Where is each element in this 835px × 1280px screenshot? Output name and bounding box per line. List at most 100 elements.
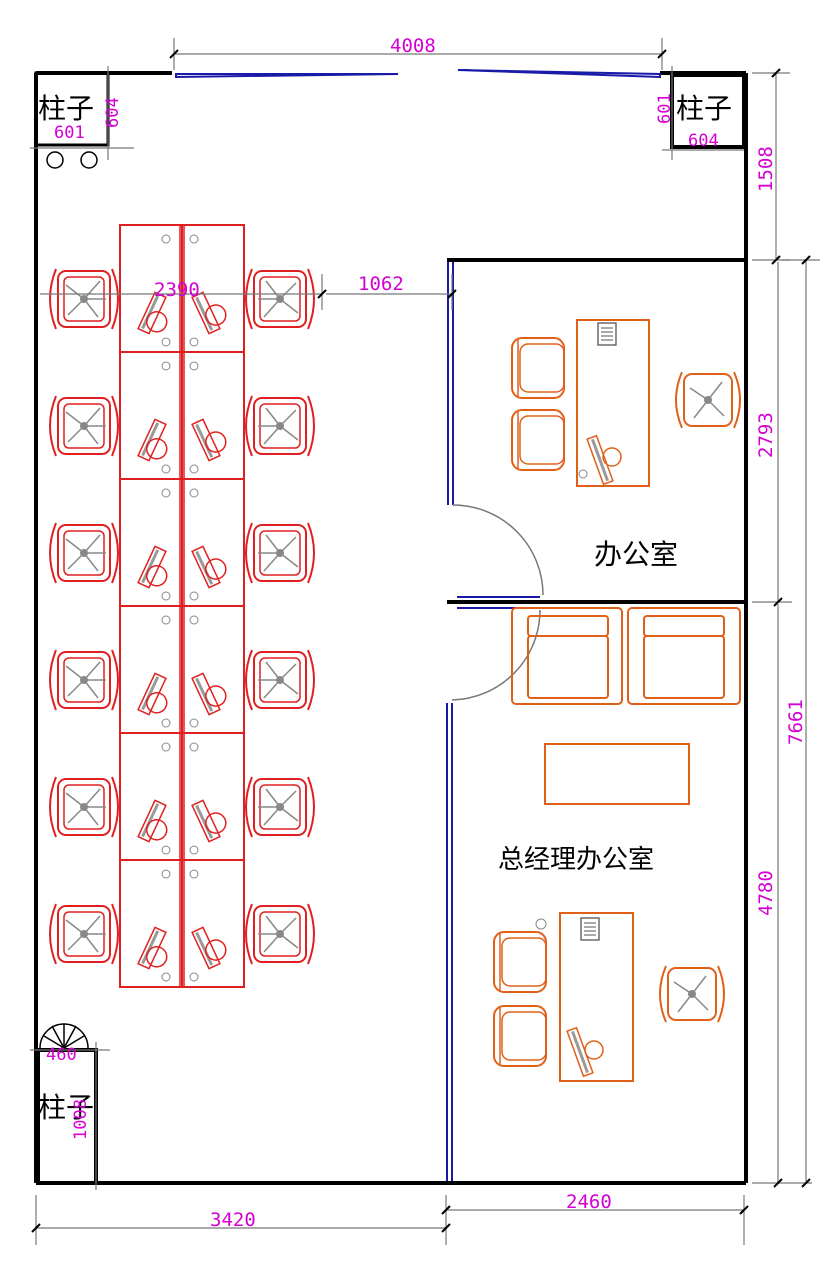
dim-col-tl-w: 601 <box>54 123 85 143</box>
grommet <box>161 972 171 982</box>
computer <box>136 925 179 976</box>
grommet <box>189 972 199 982</box>
workstation-chair <box>245 395 315 457</box>
glass-partitions <box>175 69 661 1181</box>
workstation-chair <box>49 268 119 330</box>
computer <box>190 920 233 971</box>
workstation-chair <box>49 395 119 457</box>
grommet <box>161 488 171 498</box>
workstation-row <box>49 351 315 480</box>
grommet <box>189 234 199 244</box>
grommet <box>161 234 171 244</box>
grommet <box>161 742 171 752</box>
grommet <box>161 591 171 601</box>
grommet <box>189 615 199 625</box>
sofa-2 <box>627 607 741 705</box>
sofa-1 <box>511 607 623 705</box>
dim-col-bl-w: 460 <box>46 1045 77 1065</box>
dim-col-tr-h: 601 <box>655 93 675 124</box>
gm-office-label: 总经理办公室 <box>498 845 654 875</box>
dim-col-tl-h: 604 <box>103 97 123 128</box>
computer <box>136 544 179 595</box>
walls <box>34 71 748 1185</box>
dim-col-bl-h: 1008 <box>71 1099 91 1140</box>
grommet <box>189 464 199 474</box>
dimension-labels: 4008 1508 2390 1062 2793 7661 4780 3420 … <box>46 35 807 1231</box>
dim-gm-office-h: 4780 <box>755 870 777 916</box>
office-desk <box>576 319 650 487</box>
column-label-bl: 柱子 <box>38 1091 94 1124</box>
spiral-stair <box>39 1023 89 1049</box>
gm-desk <box>559 912 634 1082</box>
workstation-row <box>49 478 315 607</box>
workstation-chair <box>245 522 315 584</box>
coffee-table <box>544 743 690 805</box>
computer <box>136 417 179 468</box>
office-chair <box>675 371 741 429</box>
grommet <box>161 337 171 347</box>
grommet <box>189 488 199 498</box>
desk-left <box>119 732 183 861</box>
workstation-chair <box>245 268 315 330</box>
desk-right <box>181 478 245 607</box>
office-guest-chair-2 <box>511 409 565 471</box>
workstations <box>49 224 315 988</box>
grommet <box>161 718 171 728</box>
dim-bottom-right: 2460 <box>566 1191 612 1213</box>
grommet <box>189 718 199 728</box>
column-label-tr: 柱子 <box>676 92 732 125</box>
dimension-lines <box>30 38 820 1245</box>
grommet <box>161 464 171 474</box>
office-phone <box>597 322 617 346</box>
dimension-ticks <box>31 49 811 1233</box>
workstation-row <box>49 859 315 988</box>
computer <box>136 798 179 849</box>
door-gm-office <box>451 609 541 701</box>
door-office <box>452 504 544 596</box>
dim-bottom-left: 3420 <box>210 1209 256 1231</box>
grommet <box>189 742 199 752</box>
dim-open-desk-width: 2390 <box>154 279 200 301</box>
workstation-chair <box>49 903 119 965</box>
workstation-row <box>49 605 315 734</box>
workstation-row <box>49 732 315 861</box>
workstation-chair <box>245 776 315 838</box>
desk-left <box>119 859 183 988</box>
grommet <box>189 361 199 371</box>
workstation-chair <box>245 649 315 711</box>
gm-phone <box>580 917 600 941</box>
computer <box>190 412 233 463</box>
computer <box>190 793 233 844</box>
dim-office-h: 2793 <box>755 412 777 458</box>
dim-top-right-col-h: 1508 <box>755 146 777 192</box>
gm-chair <box>659 965 725 1023</box>
grommet <box>189 591 199 601</box>
office-label: 办公室 <box>594 538 678 571</box>
grommet <box>161 615 171 625</box>
dim-col-tr-w: 604 <box>688 131 719 151</box>
grommet <box>161 845 171 855</box>
column-top-right: 柱子 <box>670 73 746 149</box>
desk-right <box>181 859 245 988</box>
workstation-chair <box>245 903 315 965</box>
office-furniture: 办公室 <box>511 319 741 571</box>
workstation-chair <box>49 522 119 584</box>
office-guest-chair-1 <box>511 337 565 399</box>
workstation-chair <box>49 649 119 711</box>
column-label-tl: 柱子 <box>38 92 94 125</box>
grommet <box>161 869 171 879</box>
dim-aisle: 1062 <box>358 273 404 295</box>
computer <box>190 666 233 717</box>
desk-right <box>181 605 245 734</box>
column-top-left: 柱子 <box>34 71 110 169</box>
gm-guest-chair-2 <box>493 1005 547 1067</box>
grommet <box>189 845 199 855</box>
grommet <box>189 337 199 347</box>
desk-left <box>119 351 183 480</box>
gm-office-furniture: 总经理办公室 <box>493 607 741 1082</box>
computer <box>136 671 179 722</box>
desk-right <box>181 732 245 861</box>
gm-guest-chair-1 <box>493 931 547 993</box>
grommet <box>161 361 171 371</box>
